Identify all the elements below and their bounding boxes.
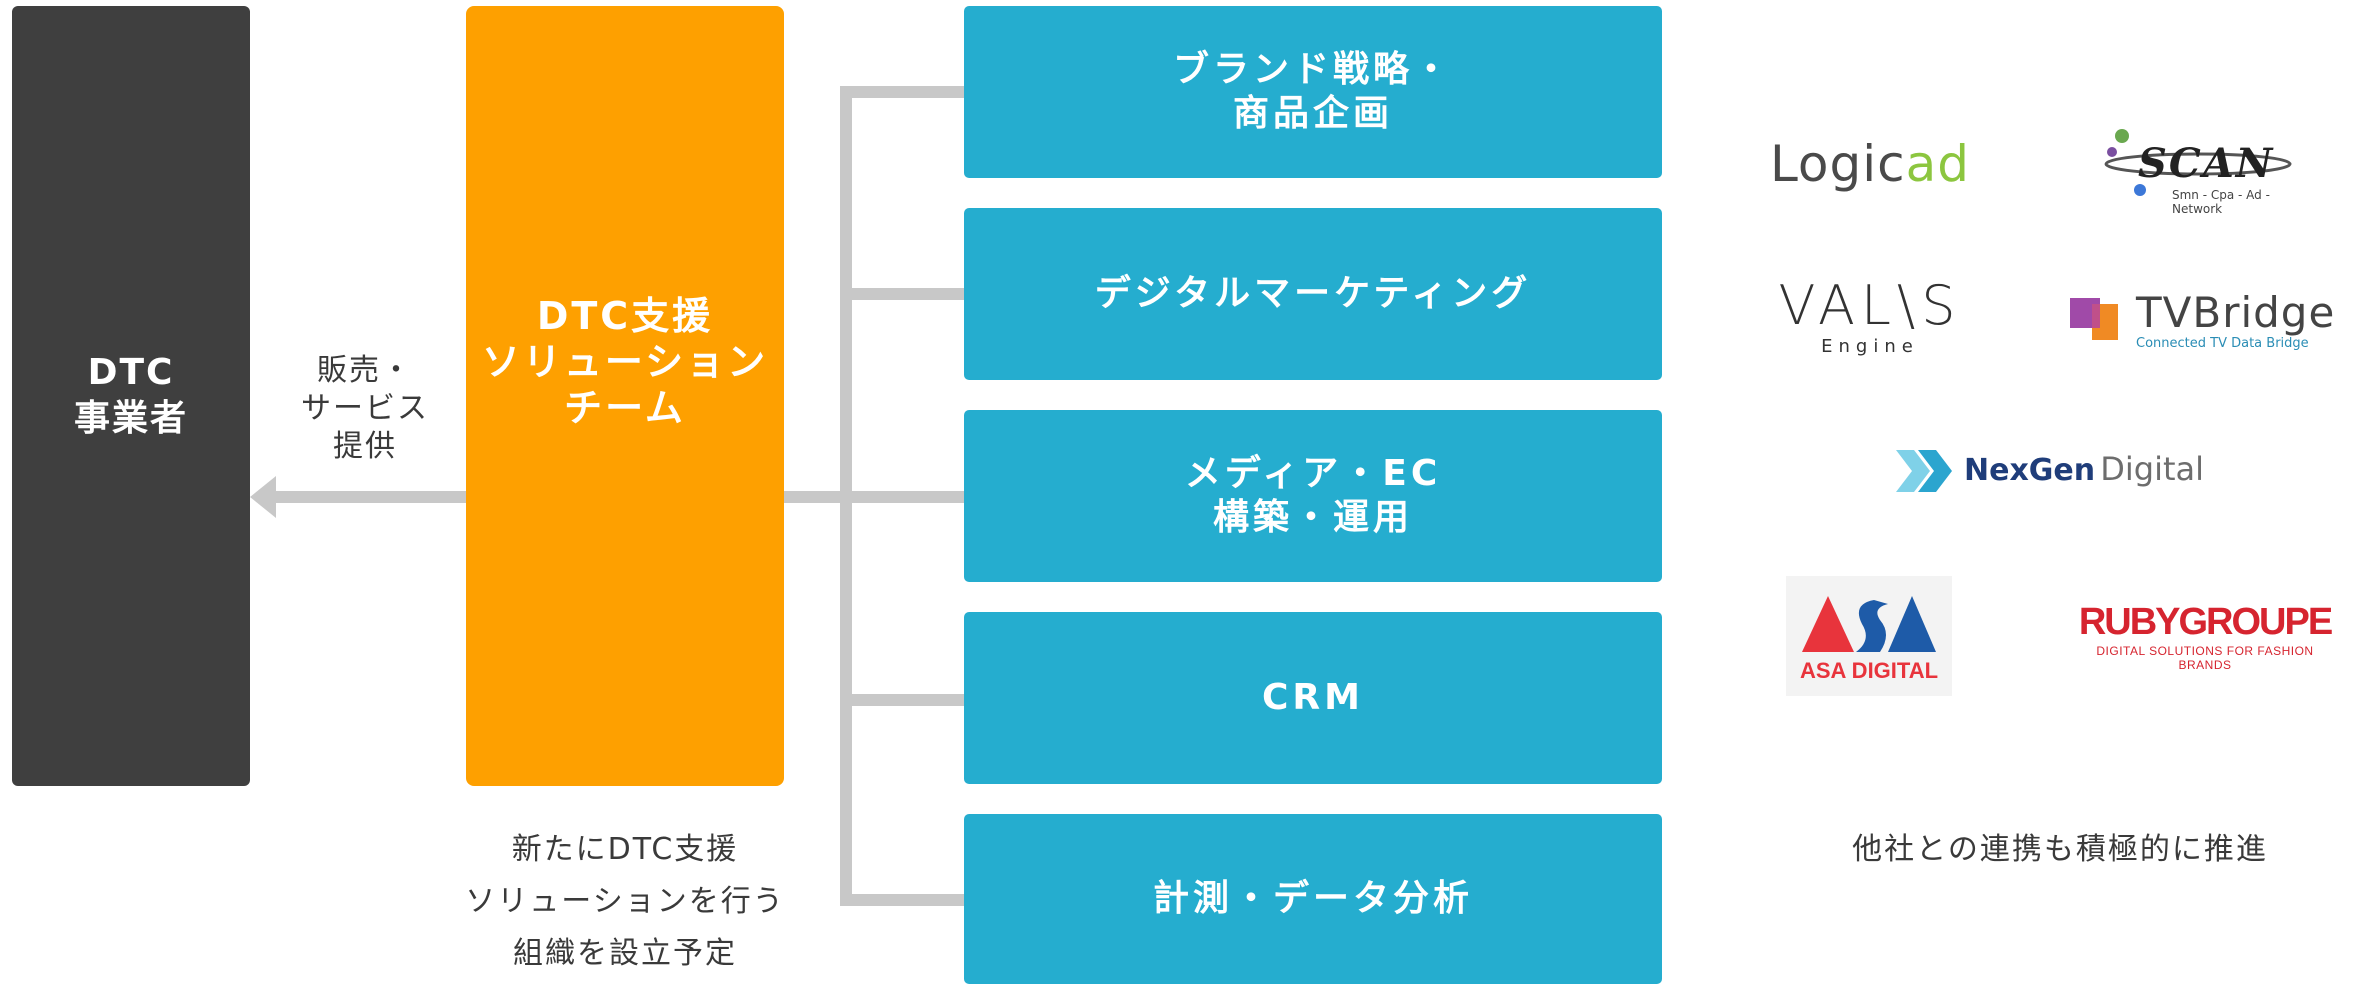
nexgen-mark-icon — [1896, 450, 1952, 492]
service-label: メディア・EC 構築・運用 — [1184, 453, 1442, 538]
support-team-block: DTC支援 ソリューション チーム — [466, 6, 784, 786]
scan-mark-icon — [2104, 129, 2292, 196]
arrow-head — [250, 476, 276, 518]
service-box-media-ec: メディア・EC 構築・運用 — [964, 410, 1662, 582]
tvbridge-logo: TVBridge Connected TV Data Bridge — [2064, 282, 2348, 358]
nexgen-logo: NexGen Digital — [1896, 446, 2226, 496]
ruby-groupe-logo: RUBYGROUPE DIGITAL SOLUTIONS FOR FASHION… — [2070, 600, 2340, 672]
dtc-operator-block: DTC 事業者 — [12, 6, 250, 786]
support-team-label: DTC支援 ソリューション チーム — [481, 294, 769, 430]
scan-subtext: Smn - Cpa - Ad - Network — [2172, 188, 2270, 216]
service-label: デジタルマーケティング — [1094, 273, 1532, 314]
nexgen-text-b: Digital — [2100, 450, 2205, 488]
asa-text: ASA DIGITAL — [1799, 658, 1939, 683]
logicad-text-a: Logic — [1769, 135, 1906, 193]
valis-logo: VAL\S Engine — [1770, 276, 1970, 366]
logicad-text-b: ad — [1905, 135, 1971, 193]
team-note: 新たにDTC支援 ソリューションを行う 組織を設立予定 — [465, 832, 785, 971]
valis-text: VAL\S — [1778, 274, 1962, 337]
scan-logo: SCAN Smn - Cpa - Ad - Network — [2080, 118, 2320, 216]
ruby-subtext: DIGITAL SOLUTIONS FOR FASHION BRANDS — [2096, 644, 2314, 672]
valis-subtext: Engine — [1821, 336, 1919, 357]
tvbridge-subtext: Connected TV Data Bridge — [2136, 336, 2309, 351]
service-label: ブランド戦略・ 商品企画 — [1172, 49, 1453, 134]
scan-text: SCAN — [2138, 140, 2275, 187]
service-box-crm: CRM — [964, 612, 1662, 784]
asa-digital-logo: ASA DIGITAL — [1786, 576, 1952, 696]
service-label: 計測・データ分析 — [1152, 878, 1473, 919]
asa-mark-icon — [1802, 596, 1936, 652]
tvbridge-mark-icon — [2070, 298, 2118, 340]
service-box-data-analysis: 計測・データ分析 — [964, 814, 1662, 984]
nexgen-wordmark: NexGen Digital — [1964, 450, 2204, 488]
service-box-brand-strategy: ブランド戦略・ 商品企画 — [964, 6, 1662, 178]
ruby-text: RUBYGROUPE — [2078, 601, 2333, 643]
arrow-label: 販売・ サービス 提供 — [301, 353, 429, 464]
service-label: CRM — [1262, 677, 1364, 718]
service-box-digital-marketing: デジタルマーケティング — [964, 208, 1662, 380]
dtc-operator-label: DTC 事業者 — [73, 352, 188, 439]
nexgen-text-a: NexGen — [1964, 453, 2096, 488]
tvbridge-text: TVBridge — [2136, 288, 2336, 337]
partners-note: 他社との連携も積極的に推進 — [1852, 832, 2268, 867]
